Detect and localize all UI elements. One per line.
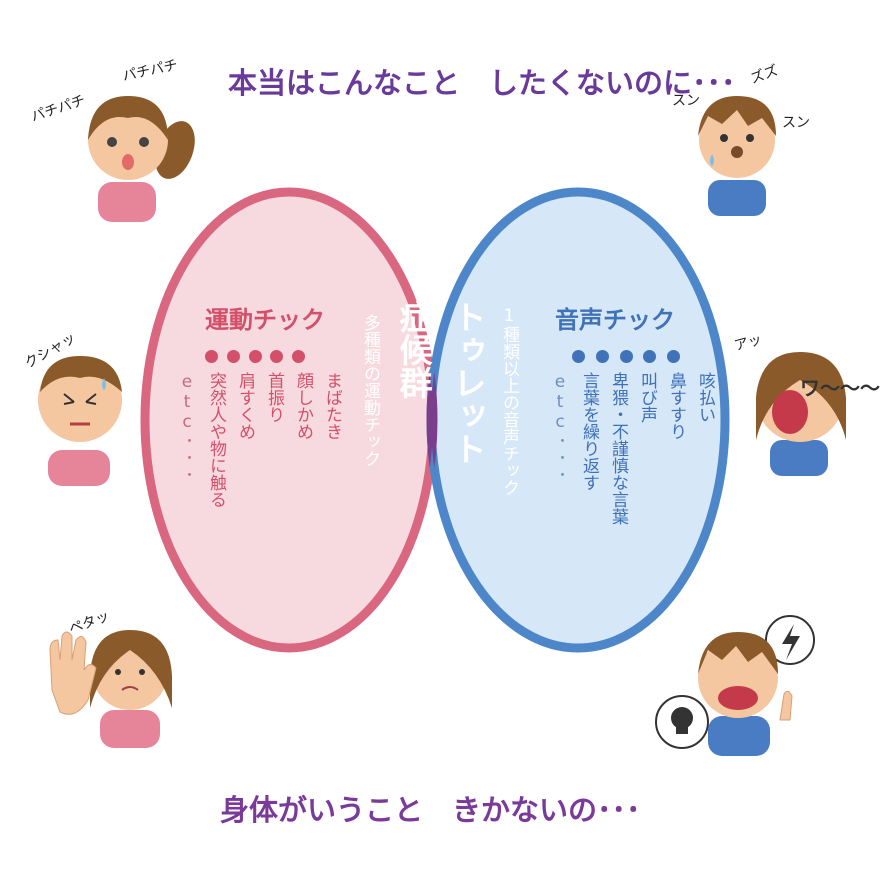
- boy-sniff-sound-3: スン: [782, 115, 810, 131]
- top-heading: 本当はこんなこと したくないのに･･･: [228, 66, 736, 100]
- motor-tic-title: 運動チック: [205, 306, 325, 334]
- vocal-item-cough: 咳払い: [695, 372, 715, 423]
- motor-item-blink: まばたき: [322, 372, 342, 440]
- vocal-item-shout: 叫び声: [637, 372, 657, 423]
- vocal-item-obscene: 卑猥・不謹慎な言葉: [608, 372, 628, 525]
- motor-item-shrug: 肩すくめ: [235, 372, 255, 440]
- vocal-item-etc: etc･･･: [550, 372, 570, 483]
- motor-item-head-shake: 首振り: [264, 372, 284, 423]
- motor-item-touch: 突然人や物に触る: [206, 372, 226, 508]
- bottom-heading: 身体がいうこと きかないの･･･: [220, 793, 641, 827]
- motor-tic-dots: [205, 350, 305, 363]
- lightning-icon: [782, 624, 800, 660]
- center-motor-criterion: 多種類の運動チック: [360, 314, 380, 467]
- motor-tic-list: まばたき 顔しかめ 首振り 肩すくめ 突然人や物に触る etc･･･: [175, 372, 345, 508]
- girl-shout-sound-2: ワ〜〜〜: [800, 376, 880, 400]
- vocal-item-repeat: 言葉を繰り返す: [579, 372, 599, 491]
- tourette-center-text: 1種類以上の音声チック トゥレット 症候群 多種類の運動チック: [358, 300, 522, 496]
- motor-item-grimace: 顔しかめ: [293, 372, 313, 440]
- center-title-syndrome: 症候群: [394, 300, 433, 399]
- vocal-item-sniff: 鼻すすり: [666, 372, 686, 440]
- center-vocal-criterion: 1種類以上の音声チック: [499, 306, 519, 496]
- vocal-tic-title: 音声チック: [555, 306, 675, 334]
- skull-icon: [671, 707, 693, 729]
- motor-item-etc: etc･･･: [177, 372, 197, 483]
- vocal-tic-dots: [572, 350, 680, 363]
- boy-sniff-sound-2: スン: [672, 93, 700, 109]
- center-title-tourette: トゥレット: [448, 300, 487, 465]
- vocal-tic-list: 咳払い 鼻すすり 叫び声 卑猥・不謹慎な言葉 言葉を繰り返す etc･･･: [548, 372, 718, 525]
